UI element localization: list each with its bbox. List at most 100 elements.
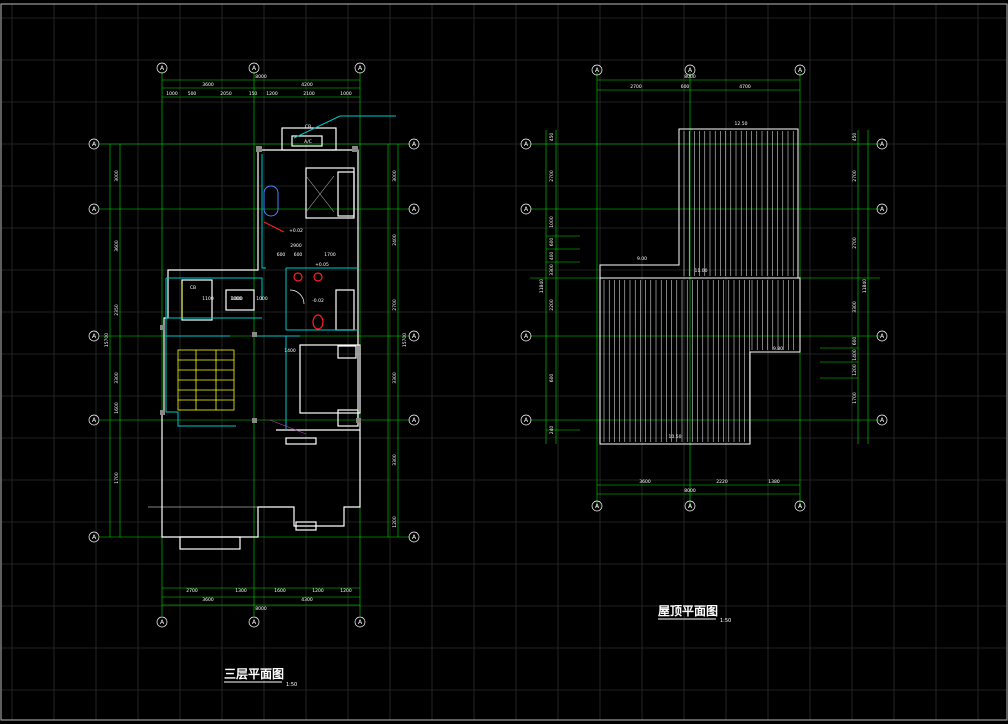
- dim-right: 3300: [392, 454, 398, 466]
- level-mark: 9.00: [637, 256, 647, 262]
- dim-top-row2: 4700: [739, 84, 751, 90]
- dim-inner: 1700: [324, 252, 336, 258]
- dim-right-total: 15700: [402, 333, 408, 347]
- dim-left: 600: [549, 374, 555, 383]
- axis-bubble-label: A: [252, 65, 257, 72]
- plan1-partitions: [165, 115, 396, 430]
- dim-inner: 1000: [256, 296, 268, 302]
- dim-left: 2700: [549, 170, 555, 182]
- dim-inner: 600: [277, 252, 286, 258]
- dim-left: 1000: [549, 216, 555, 228]
- dim-bottom-row2: 3600: [202, 597, 214, 603]
- room-label: CB: [190, 285, 196, 291]
- level-mark: 11.00: [695, 268, 708, 274]
- dim-right-total: 11840: [862, 279, 868, 293]
- plan1-scale: 1:50: [286, 682, 297, 688]
- axis-bubble-label: A: [412, 206, 417, 213]
- viewport-border: [0, 3, 1008, 721]
- plan1-axis-lines: [100, 72, 410, 616]
- dim-left: 2350: [114, 304, 120, 316]
- dim-inner: 2900: [290, 243, 302, 249]
- axis-bubble-label: A: [524, 333, 529, 340]
- dim-right: 2700: [852, 237, 858, 249]
- level-mark: +0.05: [315, 262, 329, 268]
- dim-top-row3: 500: [188, 91, 197, 97]
- axis-bubble-label: A: [880, 417, 885, 424]
- dim-top-row3: 1000: [340, 91, 352, 97]
- dim-left: 450: [549, 133, 555, 142]
- dim-bottom-row1: 1200: [312, 588, 324, 594]
- axis-bubble-label: A: [880, 141, 885, 148]
- dim-top-overall: 8000: [255, 74, 267, 80]
- plan1-fixtures: [160, 146, 361, 435]
- dim-bottom-overall: 8000: [255, 606, 267, 612]
- dim-right: 3000: [392, 170, 398, 182]
- dim-left: 2200: [549, 299, 555, 311]
- dim-right: 450: [852, 133, 858, 142]
- dim-inner: 1000: [231, 296, 243, 302]
- axis-bubble-label: A: [412, 534, 417, 541]
- axis-bubble-label: A: [595, 503, 600, 510]
- dim-top-row2: 600: [681, 84, 690, 90]
- plan2-axis-bubbles: [520, 64, 888, 512]
- dim-left: 3300: [114, 372, 120, 384]
- plan1-title: 三层平面图: [224, 667, 284, 681]
- axis-bubble-label: A: [92, 206, 97, 213]
- plan1-stair: [177, 284, 235, 411]
- room-label: A/C: [304, 139, 312, 145]
- dim-left-total: 15700: [104, 333, 110, 347]
- dim-bottom-row1: 1200: [340, 588, 352, 594]
- dim-bottom-overall: 8000: [684, 488, 696, 494]
- dim-right: 1400: [852, 349, 858, 361]
- dim-right: 2700: [852, 170, 858, 182]
- room-label: CB: [305, 124, 311, 130]
- level-mark: +0.02: [289, 228, 303, 234]
- background-grid: [1, 4, 1007, 720]
- dim-top-row3: 150: [249, 91, 258, 97]
- axis-bubble-label: A: [358, 65, 363, 72]
- axis-bubble-label: A: [524, 141, 529, 148]
- plan2-roof-outline: [599, 128, 801, 445]
- plan2-roof-ribs: [603, 131, 794, 442]
- axis-bubble-label: A: [798, 503, 803, 510]
- dim-top-row2: 4200: [301, 82, 313, 88]
- dim-bottom-row1: 1300: [235, 588, 247, 594]
- dim-bottom-row1: 3600: [639, 479, 651, 485]
- plan2-scale: 1:50: [720, 618, 731, 624]
- level-mark: -0.02: [312, 298, 324, 304]
- axis-bubble-label: A: [160, 65, 165, 72]
- dim-bottom-row1: 2700: [186, 588, 198, 594]
- axis-bubble-label: A: [92, 534, 97, 541]
- axis-bubble-label: A: [798, 67, 803, 74]
- dim-right: 1700: [852, 392, 858, 404]
- dim-inner: 600: [294, 252, 303, 258]
- dim-inner: 1400: [284, 348, 296, 354]
- axis-bubble-label: A: [880, 333, 885, 340]
- axis-bubble-label: A: [92, 333, 97, 340]
- axis-bubble-label: A: [595, 67, 600, 74]
- plan1-axis-bubbles: [88, 62, 420, 628]
- dim-bottom-row1: 1600: [274, 588, 286, 594]
- axis-bubble-label: A: [688, 503, 693, 510]
- dim-right: 1200: [392, 516, 398, 528]
- axis-bubble-label: A: [252, 619, 257, 626]
- axis-bubble-label: A: [524, 206, 529, 213]
- dim-inner: 1100: [202, 296, 214, 302]
- dim-right: 2400: [392, 234, 398, 246]
- axis-bubble-label: A: [160, 619, 165, 626]
- dim-left: 3600: [114, 240, 120, 252]
- dim-left: 3000: [114, 170, 120, 182]
- dim-top-row3: 1200: [266, 91, 278, 97]
- dim-right: 3300: [392, 372, 398, 384]
- axis-bubble-label: A: [358, 619, 363, 626]
- axis-bubble-label: A: [688, 67, 693, 74]
- dim-top-overall: 8000: [684, 74, 696, 80]
- dim-left: 1600: [114, 402, 120, 414]
- level-mark: 10.50: [669, 434, 682, 440]
- axis-bubble-label: A: [92, 141, 97, 148]
